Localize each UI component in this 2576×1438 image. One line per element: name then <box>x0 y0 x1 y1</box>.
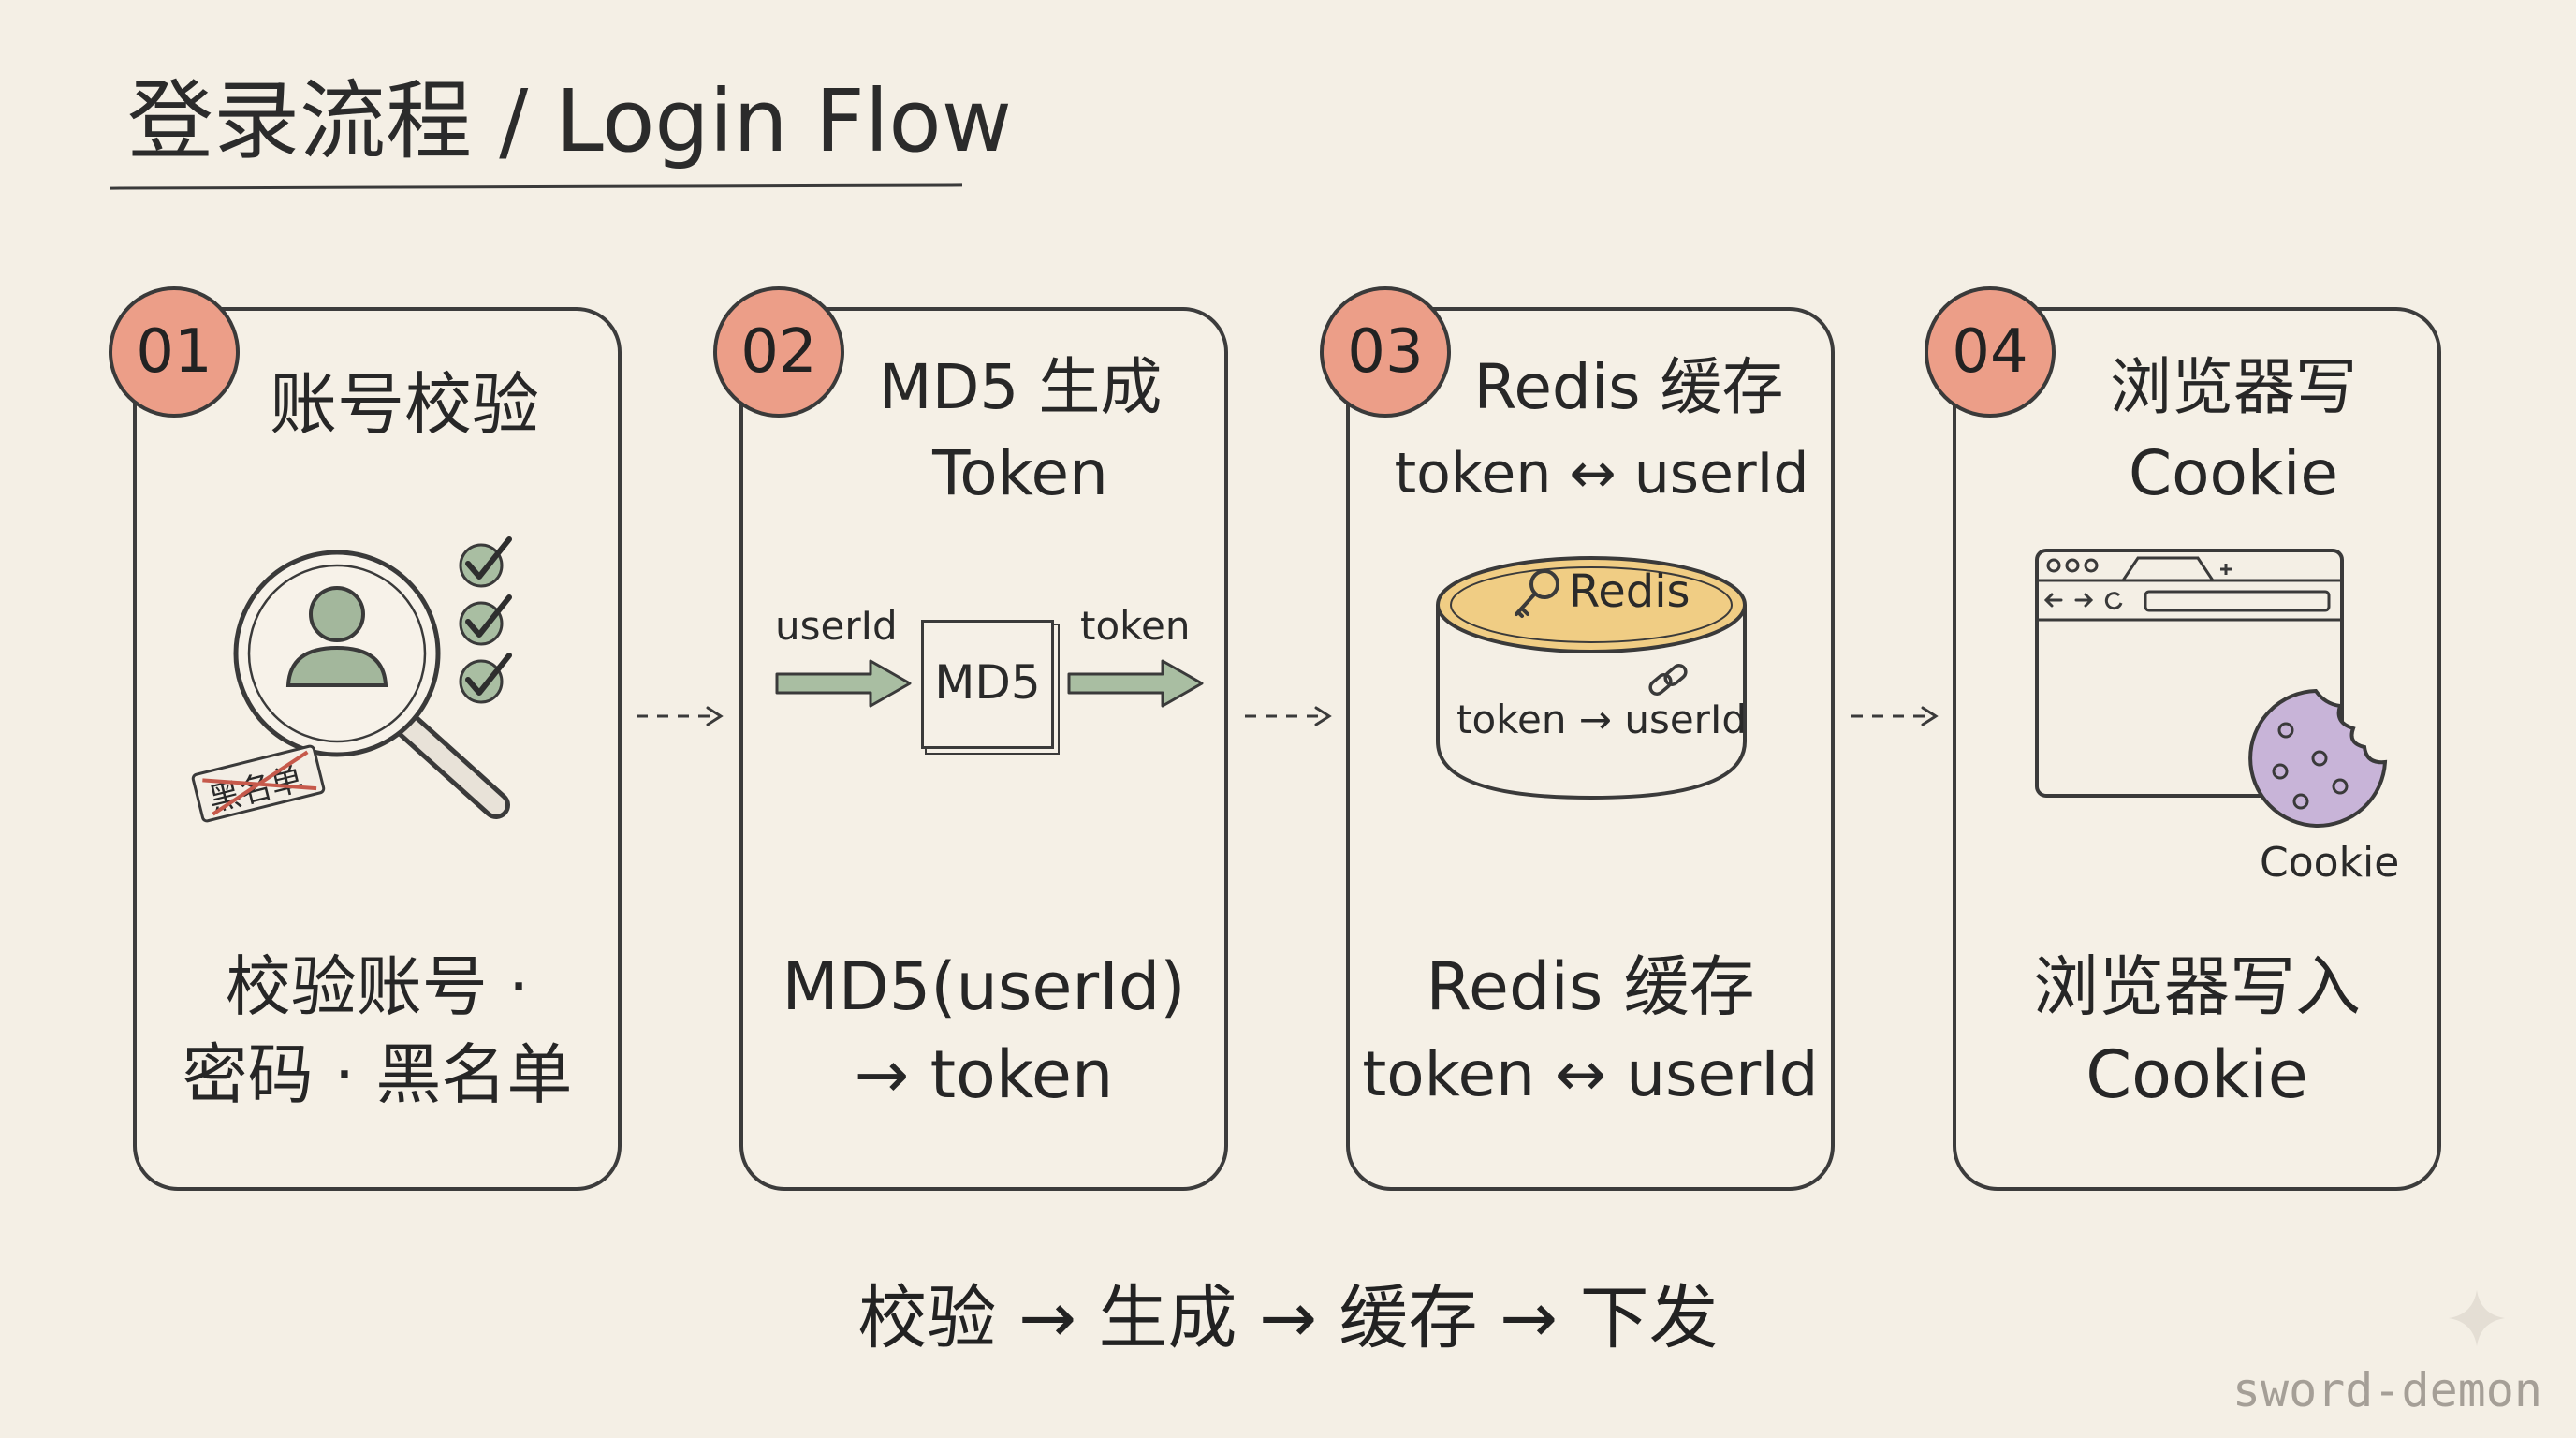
key-icon <box>1515 569 1559 618</box>
link-icon <box>1648 664 1688 696</box>
step-caption-03-line2: token ↔ userId <box>1362 1038 1819 1110</box>
step-caption-01-line2: 密码 · 黑名单 <box>182 1036 573 1113</box>
step-caption-04-line2: Cookie <box>2086 1036 2308 1113</box>
step-card-01 <box>133 307 622 1191</box>
cookie-icon <box>2248 688 2388 828</box>
step-badge-02: 02 <box>713 286 844 418</box>
step-heading-02-line1: MD5 生成 <box>878 351 1163 423</box>
step-badge-04: 04 <box>1925 286 2056 418</box>
blacklist-stamp: 黑名单 <box>190 743 327 824</box>
connector-arrow-icon <box>1245 706 1332 726</box>
redis-mapping-label: token → userId <box>1456 697 1747 742</box>
step-heading-02-line2: Token <box>932 437 1108 509</box>
flow-summary: 校验 → 生成 → 缓存 → 下发 <box>857 1278 1719 1358</box>
output-arrow-icon <box>1067 659 1204 708</box>
step-caption-01-line1: 校验账号 · <box>225 948 530 1025</box>
redis-db-label: Redis <box>1569 565 1690 618</box>
step-caption-02-line2: → token <box>854 1036 1114 1113</box>
step-heading-03-line2: token ↔ userId <box>1394 441 1809 506</box>
step-badge-03: 03 <box>1320 286 1451 418</box>
cookie-label: Cookie <box>2260 839 2400 887</box>
check-list-icon <box>459 536 512 704</box>
step-badge-01: 01 <box>109 286 240 418</box>
step-heading-03-line1: Redis 缓存 <box>1473 351 1784 423</box>
watermark: sword-demon <box>2232 1363 2542 1417</box>
step-heading-04-line1: 浏览器写 <box>2110 351 2357 423</box>
md5-output-label: token <box>1080 603 1191 649</box>
step-heading-01: 账号校验 <box>269 365 539 444</box>
connector-arrow-icon <box>1852 706 1939 726</box>
md5-box <box>921 620 1054 749</box>
step-caption-03-line1: Redis 缓存 <box>1426 948 1755 1025</box>
step-card-02 <box>739 307 1228 1191</box>
title-underline <box>110 183 963 190</box>
sparkle-icon <box>2449 1290 2505 1346</box>
redis-database-icon <box>1436 556 1747 800</box>
md5-box-label: MD5 <box>934 655 1041 710</box>
step-heading-04-line2: Cookie <box>2128 437 2338 509</box>
step-caption-02-line1: MD5(userId) <box>782 948 1186 1025</box>
step-caption-04-line1: 浏览器写入 <box>2033 948 2361 1025</box>
cross-out-icon <box>202 750 317 816</box>
connector-arrow-icon <box>637 706 724 726</box>
magnifier-user-icon <box>233 550 510 819</box>
page-title: 登录流程 / Login Flow <box>127 71 1012 171</box>
md5-input-label: userId <box>775 603 898 649</box>
input-arrow-icon <box>775 659 912 708</box>
